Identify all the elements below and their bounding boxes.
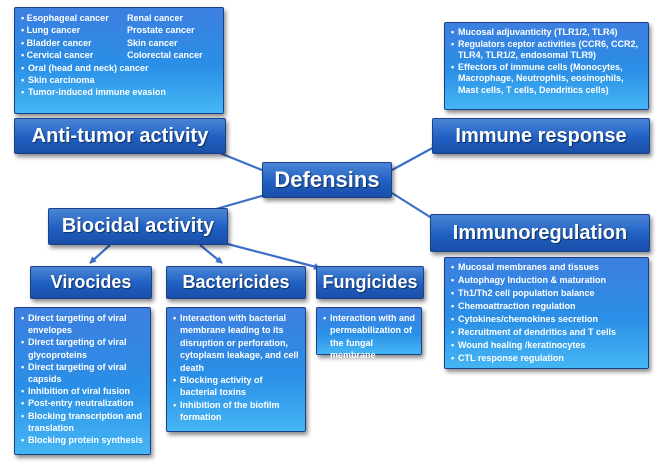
list-item: • Cervical cancer bbox=[21, 50, 94, 61]
immunoregulation-list: Mucosal membranes and tissues Autophagy … bbox=[444, 257, 649, 369]
list-item: Th1/Th2 cell population balance bbox=[451, 287, 644, 300]
list-item: Inhibition of the biofilm formation bbox=[173, 399, 301, 424]
list-item: Wound healing /keratinocytes bbox=[451, 339, 644, 352]
biocidal-header: Biocidal activity bbox=[48, 208, 228, 245]
list-item: • Esophageal cancer bbox=[21, 13, 109, 23]
arrow-to-virocides bbox=[89, 244, 111, 264]
list-item: Cytokines/chemokines secretion bbox=[451, 313, 644, 326]
list-item: Effectors of immune cells (Monocytes, Ma… bbox=[451, 62, 644, 97]
list-item: Mucosal membranes and tissues bbox=[451, 261, 644, 274]
list-item: Renal cancer bbox=[127, 13, 184, 23]
anti-tumor-header: Anti-tumor activity bbox=[14, 118, 226, 154]
list-item: Mucosal adjuvanticity (TLR1/2, TLR4) bbox=[451, 27, 644, 39]
list-item: Direct targeting of viral glycoproteins bbox=[21, 336, 146, 360]
arrow-to-fungicides bbox=[219, 240, 321, 270]
list-item: Inhibition of viral fusion bbox=[21, 385, 146, 397]
list-item: Interaction with bacterial membrane lead… bbox=[173, 312, 301, 374]
list-item: Blocking transcription and translation bbox=[21, 410, 146, 434]
bactericides-list: Interaction with bacterial membrane lead… bbox=[166, 307, 306, 432]
list-item: Recruitment of dendritics and T cells bbox=[451, 326, 644, 339]
list-item: Blocking protein synthesis bbox=[21, 434, 146, 446]
arrow-to-bactericides bbox=[199, 244, 223, 264]
list-item: Direct targeting of viral envelopes bbox=[21, 312, 146, 336]
list-item: Blocking activity of bacterial toxins bbox=[173, 374, 301, 399]
virocides-header: Virocides bbox=[30, 266, 152, 299]
fungicides-list: Interaction with and permeabilization of… bbox=[316, 307, 422, 360]
fungicides-header: Fungicides bbox=[316, 266, 424, 299]
defensins-title: Defensins bbox=[262, 162, 392, 198]
arrow-to-immune-response bbox=[391, 144, 439, 171]
immune-response-list: Mucosal adjuvanticity (TLR1/2, TLR4) Reg… bbox=[444, 22, 649, 110]
list-item: Interaction with and permeabilization of… bbox=[323, 312, 417, 362]
list-item: Autophagy Induction & maturation bbox=[451, 274, 644, 287]
bactericides-header: Bactericides bbox=[166, 266, 306, 299]
list-item: • Bladder cancer bbox=[21, 37, 92, 48]
list-item: Post-entry neutralization bbox=[21, 397, 146, 409]
immune-response-header: Immune response bbox=[432, 118, 650, 154]
anti-tumor-list: • Esophageal cancer Renal cancer • Lung … bbox=[14, 7, 224, 114]
list-item: Skin carcinoma bbox=[21, 74, 219, 86]
list-item: Tumor-induced immune evasion bbox=[21, 86, 219, 98]
list-item: Oral (head and neck) cancer bbox=[21, 62, 219, 74]
list-item: CTL response regulation bbox=[451, 352, 644, 365]
list-item: Regulators ceptor activities (CCR6, CCR2… bbox=[451, 39, 644, 62]
virocides-list: Direct targeting of viral envelopes Dire… bbox=[14, 307, 151, 455]
anti-tumor-paired-list: • Esophageal cancer Renal cancer • Lung … bbox=[21, 12, 219, 62]
list-item: Chemoattraction regulation bbox=[451, 300, 644, 313]
list-item: Direct targeting of viral capsids bbox=[21, 361, 146, 385]
list-item: Colorectal cancer bbox=[127, 50, 203, 61]
list-item: Prostate cancer bbox=[127, 25, 195, 36]
immunoregulation-header: Immunoregulation bbox=[430, 214, 650, 252]
list-item: • Lung cancer bbox=[21, 25, 81, 36]
list-item: Skin cancer bbox=[127, 37, 178, 48]
